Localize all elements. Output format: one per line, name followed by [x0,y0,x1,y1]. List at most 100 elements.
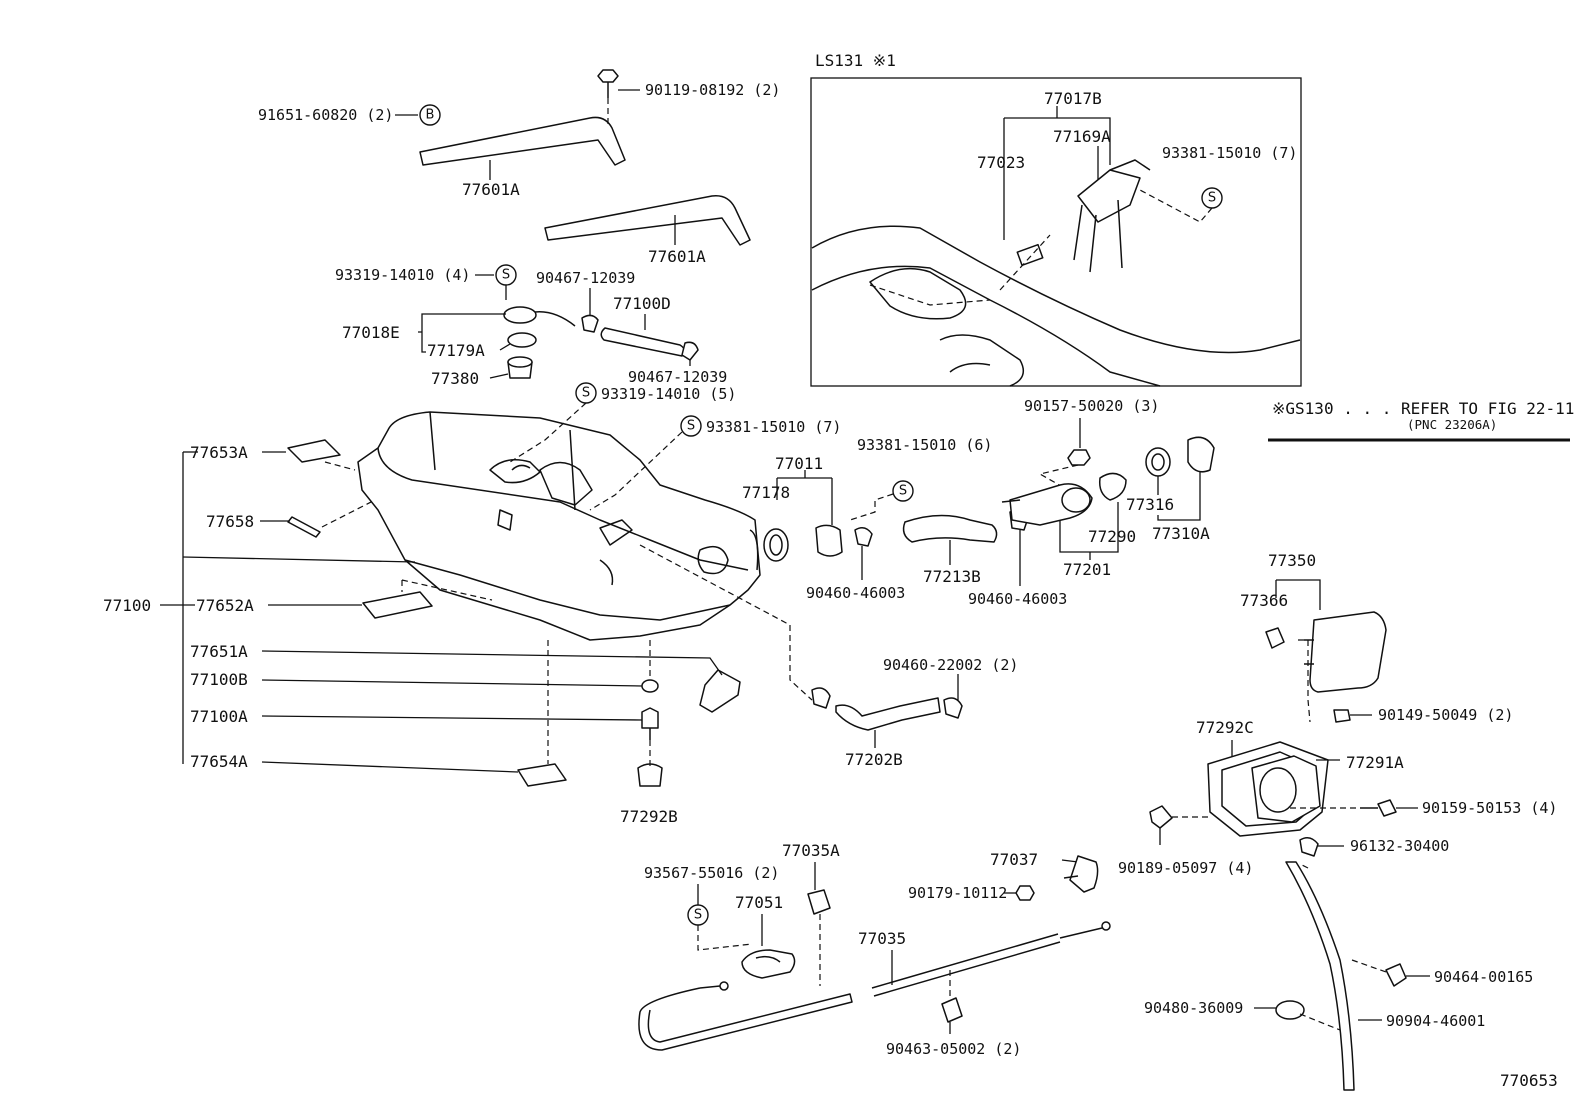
label-77201: 77201 [1063,560,1111,579]
clamp-90463 [941,997,963,1023]
label-77037: 77037 [990,850,1038,869]
tank-assembly-list: 77653A 77658 77100 77652A 77651A 77100B … [103,443,723,826]
label-77310a: 77310A [1152,524,1210,543]
label-77017b: 77017B [1044,89,1102,108]
strap-77601a-2 [544,195,751,246]
label-77291a: 77291A [1346,753,1404,772]
label-77380: 77380 [431,369,479,388]
label-77652a: 77652A [196,596,254,615]
label-77292c: 77292C [1196,718,1254,737]
hose-77100d [600,327,686,357]
screw-90159 [1377,799,1397,817]
bolt-90119 [597,69,619,83]
label-77169a: 77169A [1053,127,1111,146]
label-93381-inset: 93381-15010 (7) [1162,144,1297,162]
label-90119: 90119-08192 (2) [645,81,780,99]
clip-90189 [1149,805,1173,829]
label-91651: 91651-60820 (2) [258,106,393,124]
label-77290: 77290 [1088,527,1136,546]
gasket-77179a [507,332,537,348]
pad-77658 [287,516,321,538]
clamp-90460-c-1 [811,687,831,709]
clamp-90460-a [854,527,873,547]
nut-90179 [1015,885,1035,901]
label-77350: 77350 [1268,551,1316,570]
filler-hose-group: 77011 77178 90460-46003 93381-15010 (6) … [742,397,1215,608]
note-gs130: ※GS130 . . . REFER TO FIG 22-11 (PNC 232… [1268,399,1574,442]
label-90464: 90464-00165 [1434,968,1533,986]
pump-group: 93319-14010 (4) S 90467-12039 77100D 904… [335,264,727,388]
label-93319-b: 93319-14010 (5) [601,385,736,403]
cable-end-left [719,981,729,991]
label-90179: 90179-10112 [908,884,1007,902]
screw-90149 [1333,709,1351,723]
drain-hose-90904 [1285,861,1355,1091]
hose-77213b [902,514,998,543]
s-symbol-93381-c [892,480,914,502]
label-77018e: 77018E [342,323,400,342]
straps: 91651-60820 (2) B 90119-08192 (2) 77601A… [258,69,780,266]
svg-text:S: S [582,386,590,401]
clamp-90464 [1385,963,1407,987]
hose-77202b [835,697,941,731]
grommet-77100b [641,679,659,693]
filler-box-inner-77291a [1251,755,1321,823]
label-93319-a: 93319-14010 (4) [335,266,470,284]
pad-77653a [287,439,341,463]
grommet-96132 [1299,837,1319,857]
gasket-77290 [1098,472,1127,501]
label-77653a: 77653A [190,443,248,462]
inset-title: LS131 ※1 [815,51,896,70]
label-93381-b: 93381-15010 (7) [706,418,841,436]
bolt-90157 [1067,449,1091,466]
label-90149: 90149-50049 (2) [1378,706,1513,724]
label-90189: 90189-05097 (4) [1118,859,1253,877]
label-77366: 77366 [1240,591,1288,610]
fuel-tank [357,411,761,641]
label-90467-b: 90467-12039 [628,368,727,386]
grommet-77292b [637,763,663,787]
cable-end-right [1101,921,1111,931]
svg-text:B: B [426,108,435,123]
label-77601a-1: 77601A [462,180,520,199]
strap-77601a-1 [419,116,626,166]
label-90904: 90904-46001 [1386,1012,1485,1030]
cap-77310a [1187,436,1215,473]
svg-text:S: S [1208,191,1216,206]
inset-ls131: LS131 ※1 77017B 77169A 77023 93381-15010… [810,51,1302,387]
label-77202b: 77202B [845,750,903,769]
inset-frame [810,77,1302,387]
label-77100: 77100 [103,596,151,615]
label-77100d: 77100D [613,294,671,313]
label-90463: 90463-05002 (2) [886,1040,1021,1058]
grommet-90480 [1275,1000,1305,1020]
lever-77051 [741,949,796,979]
cable-guide-77037 [1069,855,1099,893]
b-symbol [419,104,441,126]
bolt-77100a [641,707,659,729]
tank-body [357,411,761,641]
pad-77652a [362,591,433,619]
label-90157: 90157-50020 (3) [1024,397,1159,415]
label-77051: 77051 [735,893,783,912]
clamp-90467-b [681,341,699,361]
label-93567: 93567-55016 (2) [644,864,779,882]
label-77023: 77023 [977,153,1025,172]
label-77316: 77316 [1126,495,1174,514]
label-90159: 90159-50153 (4) [1422,799,1557,817]
pad-77654a [517,763,567,787]
label-90460-a: 90460-46003 [806,584,905,602]
label-93381-c: 93381-15010 (6) [857,436,992,454]
label-90460-b: 90460-46003 [968,590,1067,608]
label-77011: 77011 [775,454,823,473]
gasket-77011 [815,524,843,557]
label-77100a: 77100A [190,707,248,726]
fuel-lid-group: 77350 77366 90149-50049 (2) 77292C 77291… [1118,551,1557,1091]
label-77651a: 77651A [190,642,248,661]
label-77035: 77035 [858,929,906,948]
note-line-2: (PNC 23206A) [1407,417,1497,432]
label-90467-a: 90467-12039 [536,269,635,287]
label-77178: 77178 [742,483,790,502]
s-symbol-93381-b [680,415,702,437]
